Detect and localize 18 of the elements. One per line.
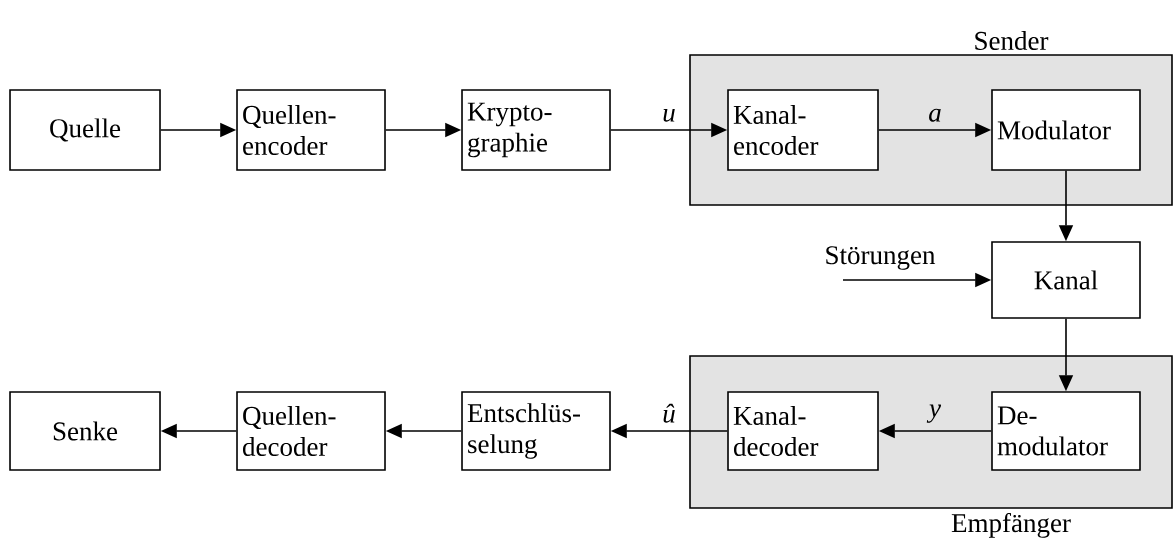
edge-label: u: [663, 109, 675, 122]
input-label: Störungen: [826, 246, 936, 270]
process-box: Quellen- decoder: [236, 391, 386, 471]
process-box: Entschlüs- selung: [461, 391, 611, 471]
process-box: Krypto- graphie: [461, 89, 611, 171]
edge-label: a: [929, 108, 941, 122]
process-box: Modulator: [991, 89, 1141, 171]
edge-label: y: [926, 404, 941, 423]
process-box: Kanal- encoder: [727, 89, 879, 171]
process-box: Kanal- decoder: [727, 391, 879, 471]
node-label: Sender: [975, 30, 1049, 50]
process-box: Senke: [9, 391, 161, 471]
node-label: Empfänger: [951, 512, 1071, 538]
process-box: De- modulator: [991, 391, 1141, 471]
process-box: Quelle: [9, 89, 161, 171]
process-box: Kanal: [991, 241, 1141, 319]
process-box: Quellen- encoder: [236, 89, 386, 171]
edge-label: û: [663, 403, 675, 423]
